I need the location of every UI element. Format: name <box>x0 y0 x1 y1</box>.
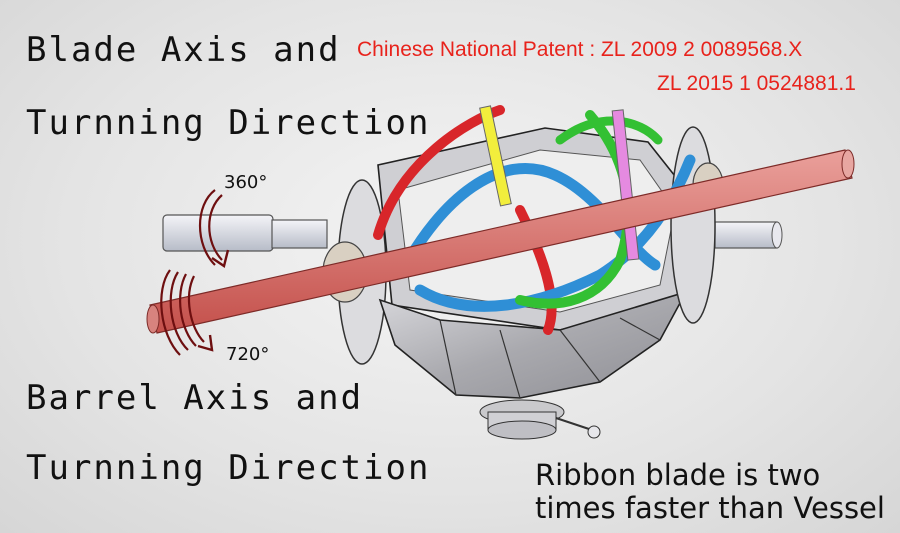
speed-note-line2: times faster than Vessel <box>535 491 885 525</box>
patent-number-1: Chinese National Patent : ZL 2009 2 0089… <box>357 38 803 61</box>
barrel-rotation-label: 720° <box>226 344 270 365</box>
left-drive-shaft <box>162 214 328 252</box>
right-drive-shaft <box>714 221 783 249</box>
yellow-bar <box>479 105 512 207</box>
blade-rotation-arrow-icon <box>198 189 230 268</box>
speed-note-line1: Ribbon blade is two <box>535 458 821 492</box>
blade-rotation-label: 360° <box>224 172 268 193</box>
blade-axis-label-line1: Blade Axis and <box>26 30 341 70</box>
barrel-rotation-arrow-icon <box>160 269 214 356</box>
blade-axis-label-line2: Turnning Direction <box>26 103 431 143</box>
right-flange <box>670 126 724 324</box>
patent-number-2: ZL 2015 1 0524881.1 <box>657 72 856 95</box>
barrel-axis-label-line2: Turnning Direction <box>26 448 431 488</box>
barrel-axis-label-line1: Barrel Axis and <box>26 378 364 418</box>
mixing-barrel <box>377 127 691 440</box>
barrel-axis-rod <box>146 149 855 334</box>
